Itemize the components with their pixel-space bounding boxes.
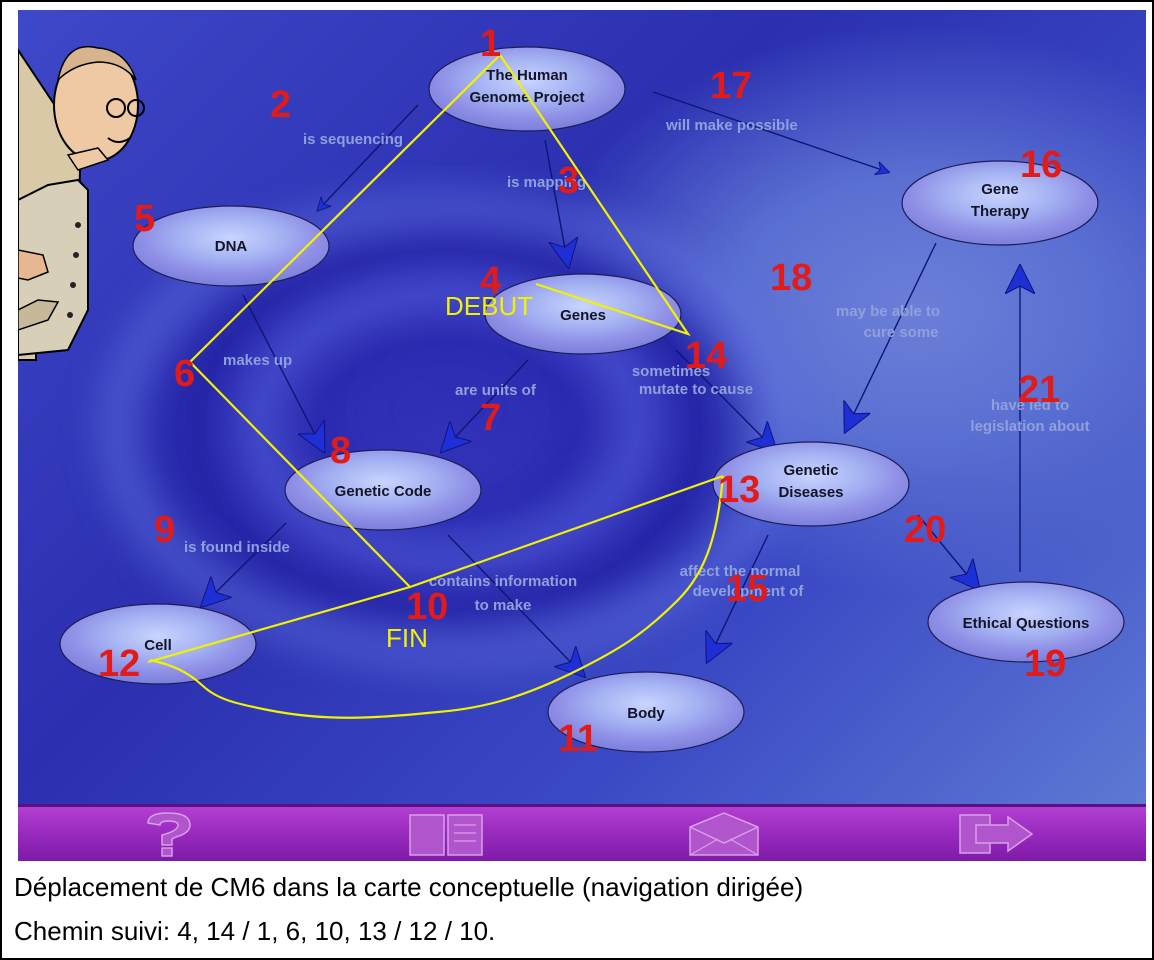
path-10-12 [147,585,411,664]
link-affect-1: affect the normal [680,563,801,580]
edge-therapy-diseases [846,242,937,430]
link-is-found-inside: is found inside [184,539,290,556]
link-labels: is sequencing is mapping will make possi… [184,117,1090,614]
node-dna-label: DNA [215,238,248,255]
number-11: 11 [558,718,598,760]
edge-dna-code [242,294,323,450]
node-gene-therapy-label-1: Gene [981,181,1019,198]
link-contains-2: to make [475,597,532,614]
navigation-path [147,54,725,719]
number-3: 3 [558,160,579,202]
edge-hgp-genes [544,139,568,265]
path-step-numbers: 1 2 3 4 5 6 7 8 9 10 11 12 13 14 15 16 1… [98,23,1066,760]
concept-map: The Human Genome Project DNA Genes Genet… [18,23,1125,760]
number-20: 20 [904,509,946,551]
edge-diseases-ethical [917,514,978,588]
link-is-mapping: is mapping [507,174,586,191]
link-sometimes-1: sometimes [632,363,710,380]
node-hgp-label-2: Genome Project [469,89,584,106]
edge-genes-code [443,359,529,450]
concept-map-scene: The Human Genome Project DNA Genes Genet… [18,10,1146,804]
node-ethical-questions-label: Ethical Questions [963,615,1090,632]
number-4: 4 [480,260,501,302]
start-marker: DEBUT [445,291,533,321]
caption-line-1: Déplacement de CM6 dans la carte concept… [14,872,804,902]
exit-arrow-icon[interactable] [956,811,1036,857]
node-cell[interactable]: Cell [59,603,257,685]
link-have-led-1: have led to [991,397,1069,414]
link-affect-2: development of [693,583,805,600]
node-genetic-diseases[interactable]: Genetic Diseases [712,441,910,527]
number-5: 5 [134,198,155,240]
number-19: 19 [1024,643,1066,685]
node-genetic-diseases-label-2: Diseases [778,484,843,501]
link-sometimes-2: mutate to cause [639,381,753,398]
node-cell-label: Cell [144,637,172,654]
link-may-2: cure some [863,324,938,341]
number-10: 10 [406,586,448,628]
book-icon[interactable] [406,811,486,857]
envelope-icon[interactable] [684,811,764,857]
edge-hgp-dna [318,104,419,210]
edge-hgp-therapy [652,91,888,172]
node-genes-label: Genes [560,307,606,324]
number-2: 2 [270,84,291,126]
path-1-14-4 [499,54,691,337]
end-marker: FIN [386,623,428,653]
edge-code-body [447,534,583,675]
number-12: 12 [98,643,140,685]
node-genetic-code-label: Genetic Code [335,483,432,500]
node-human-genome-project[interactable]: The Human Genome Project [428,46,626,132]
number-6: 6 [174,353,195,395]
node-body-label: Body [627,705,665,722]
node-genetic-diseases-label-1: Genetic [783,462,838,479]
number-7: 7 [480,397,501,439]
node-ethical-questions[interactable]: Ethical Questions [927,581,1125,663]
node-gene-therapy-label-2: Therapy [971,203,1030,220]
professor-character [18,46,145,361]
path-13-12-curve [149,475,725,719]
edge-diseases-body [708,534,769,660]
node-gene-therapy[interactable]: Gene Therapy [901,160,1099,246]
left-margin [2,10,18,858]
edge-code-cell [203,522,287,605]
number-8: 8 [330,430,351,472]
number-21: 21 [1018,369,1060,411]
number-17: 17 [710,65,752,107]
node-hgp-label-1: The Human [486,67,568,84]
number-1: 1 [480,23,501,65]
number-14: 14 [685,335,727,377]
number-15: 15 [726,568,768,610]
caption-line-2: Chemin suivi: 4, 14 / 1, 6, 10, 13 / 12 … [14,916,496,946]
link-contains-1: contains information [429,573,577,590]
number-9: 9 [154,509,175,551]
link-may-1: may be able to [836,303,940,320]
number-16: 16 [1020,144,1062,186]
link-is-sequencing: is sequencing [303,131,403,148]
node-body[interactable]: Body [547,671,745,753]
path-1-6-10-13 [188,54,724,589]
link-will-make-possible: will make possible [665,117,798,134]
edge-genes-diseases [675,349,775,450]
link-makes-up: makes up [223,352,292,369]
link-have-led-2: legislation about [970,418,1089,435]
concept-nodes: The Human Genome Project DNA Genes Genet… [59,46,1125,753]
number-13: 13 [718,469,760,511]
link-are-units-of: are units of [455,382,537,399]
number-18: 18 [770,257,812,299]
node-dna[interactable]: DNA [132,205,330,287]
concept-arrows [203,91,1020,675]
node-genes[interactable]: Genes [484,273,682,355]
bottom-toolbar [18,804,1146,861]
question-mark-icon[interactable] [128,811,208,857]
